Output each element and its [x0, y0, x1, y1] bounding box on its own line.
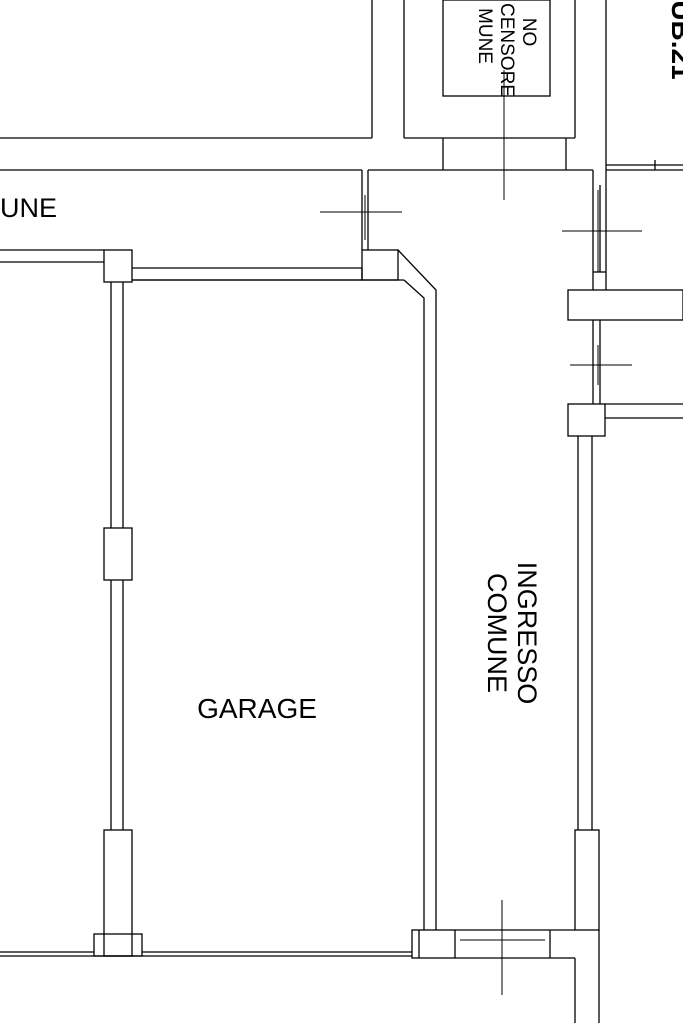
label-vano-ascensore-line1: NO [518, 18, 539, 47]
label-vano-ascensore-line3: MUNE [474, 8, 495, 64]
label-ingresso-comune-line2: COMUNE [482, 573, 512, 693]
label-vano-ascensore-line2: CENSORE [496, 3, 517, 97]
label-garage: GARAGE [197, 693, 317, 724]
label-comune-partial: UNE [0, 193, 57, 223]
room-labels: UNE GARAGE INGRESSO COMUNE NO CENSORE MU… [0, 0, 683, 724]
label-sub: UB.21 [666, 0, 683, 79]
axis-crosshairs [320, 70, 642, 995]
label-ingresso-comune-line1: INGRESSO [512, 562, 542, 705]
